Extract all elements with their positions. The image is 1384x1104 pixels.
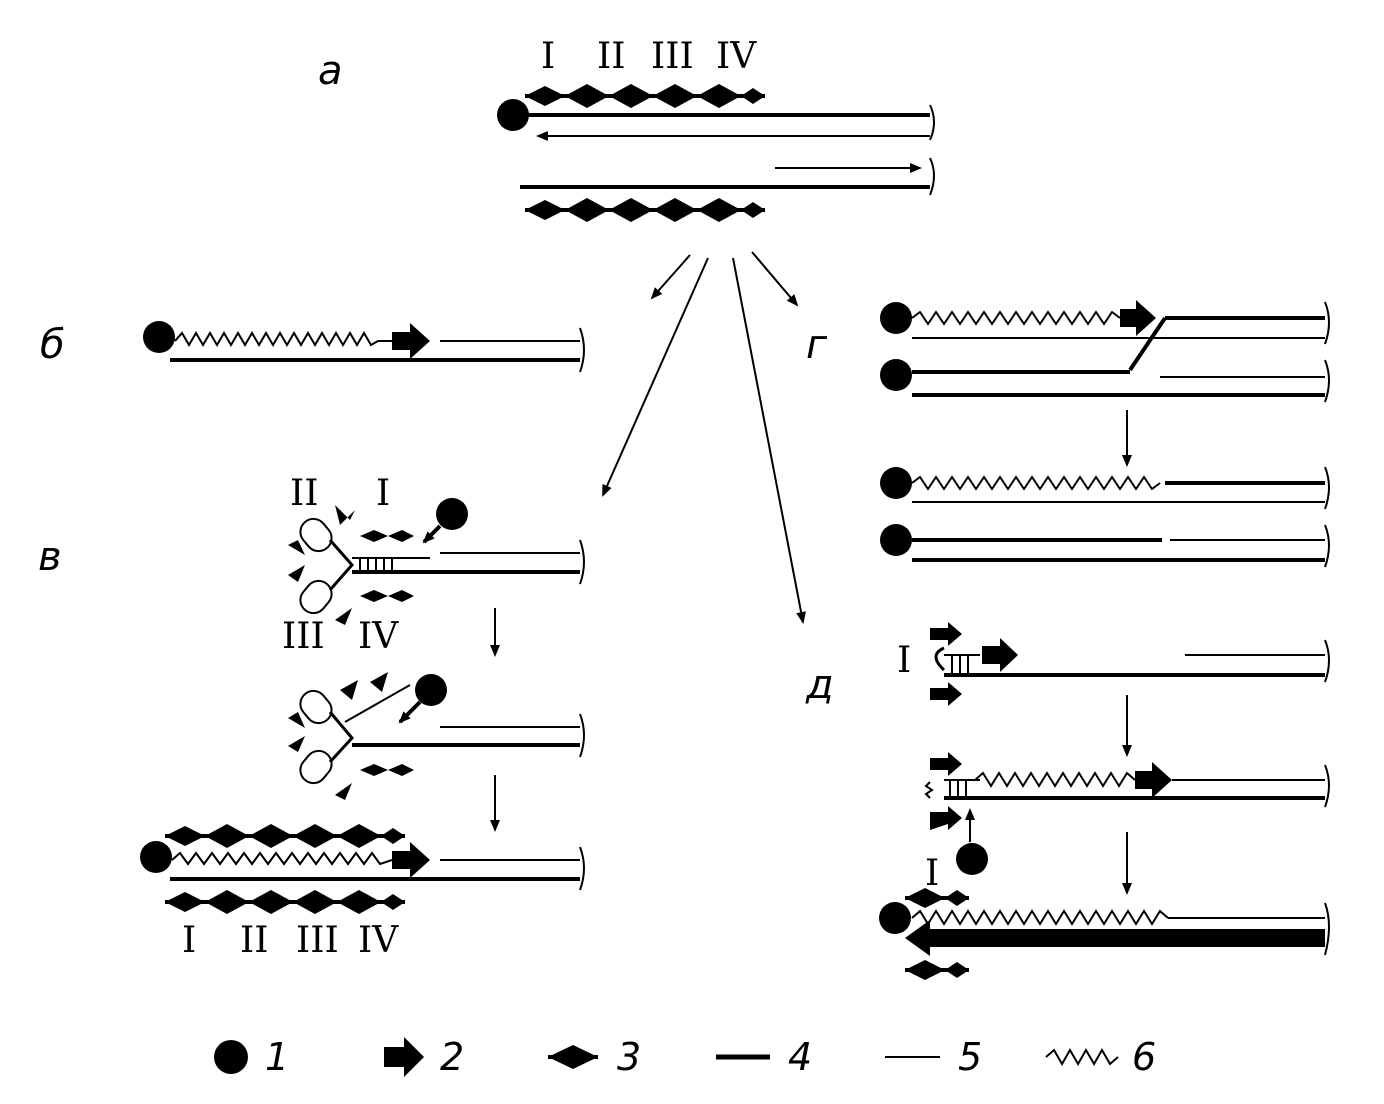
telomere-protein-icon — [879, 902, 911, 934]
repeat-label-ii: II — [240, 920, 268, 961]
repeat-bowties-top — [525, 84, 765, 108]
panel-v-label: в — [38, 534, 62, 580]
repeat-label-iv: IV — [358, 920, 399, 961]
repeat-label-i: I — [925, 853, 939, 894]
legend-number: 1 — [265, 1035, 289, 1079]
repeat-label-i: I — [897, 640, 911, 681]
g-quadruplex-2 — [288, 672, 585, 800]
panel-g: г — [806, 300, 1330, 568]
telomere-protein-icon — [956, 843, 988, 875]
legend-number: 5 — [958, 1035, 982, 1079]
circle-icon — [214, 1040, 248, 1074]
legend-item-6: 6 — [1045, 1035, 1156, 1079]
primer-block-arrow — [392, 323, 430, 359]
telomere-protein-icon — [143, 321, 175, 353]
legend-item-2: 2 — [384, 1035, 464, 1079]
repeat-label-i: I — [182, 920, 196, 961]
legend-number: 3 — [617, 1035, 641, 1079]
panel-d: д I I — [805, 622, 1330, 980]
telomere-protein-icon — [880, 359, 912, 391]
legend-number: 6 — [1132, 1035, 1156, 1079]
zigzag-line-icon — [1045, 1047, 1119, 1067]
legend-item-5: 5 — [885, 1035, 982, 1079]
legend-item-4: 4 — [716, 1035, 812, 1079]
telomere-protein-icon — [880, 302, 912, 334]
panel-b: б — [40, 321, 585, 373]
repeat-label-ii: II — [597, 36, 625, 77]
panel-d-label: д — [805, 662, 834, 708]
panel-g-label: г — [806, 322, 828, 368]
legend-item-3: 3 — [548, 1035, 641, 1079]
telomere-protein-icon — [497, 99, 529, 131]
repeat-label-iii: III — [282, 616, 325, 657]
telomere-protein-icon — [880, 524, 912, 556]
repeat-label-ii: II — [290, 473, 318, 514]
repeat-label-iv: IV — [358, 616, 399, 657]
extended-telomere: I II III IV — [140, 824, 585, 961]
panel-v: в II I III IV — [38, 473, 585, 961]
panel-a: а I II III IV — [318, 36, 935, 222]
legend: 1 2 3 4 5 6 — [214, 1035, 1156, 1079]
telomere-protein-icon — [436, 498, 468, 530]
repeat-label-iv: IV — [716, 36, 757, 77]
repeat-label-iii: III — [651, 36, 694, 77]
telomere-protein-icon — [140, 841, 172, 873]
panel-b-label: б — [40, 322, 65, 368]
telomere-protein-icon — [880, 467, 912, 499]
legend-number: 4 — [788, 1035, 812, 1079]
repeat-label-i: I — [541, 36, 555, 77]
repeat-label-i: I — [376, 473, 390, 514]
telomere-protein-icon — [415, 674, 447, 706]
pathway-arrows — [602, 251, 807, 624]
legend-number: 2 — [440, 1035, 464, 1079]
repeat-bowties-bottom — [525, 198, 765, 222]
block-arrow-icon — [384, 1037, 424, 1077]
telomerase-extension — [174, 331, 392, 347]
legend-item-1: 1 — [214, 1035, 289, 1079]
repeat-label-iii: III — [296, 920, 339, 961]
panel-a-label: а — [318, 48, 343, 94]
g-quadruplex-1 — [288, 498, 585, 625]
